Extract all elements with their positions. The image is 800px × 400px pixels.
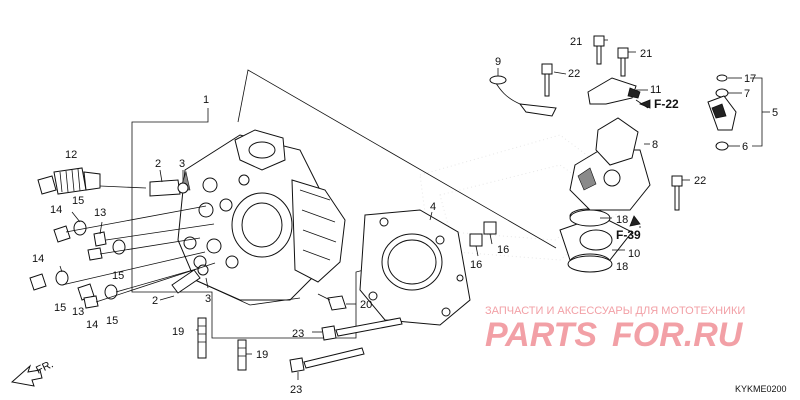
- sensor-11: [587, 77, 641, 105]
- front-direction: FR.: [10, 358, 55, 387]
- ref-f22: F-22: [654, 97, 679, 111]
- callout-13: 13: [72, 306, 84, 318]
- hose-9: [489, 75, 557, 117]
- callout-18: 18: [616, 214, 628, 226]
- reference-labels: F-22 F-39: [616, 97, 679, 242]
- callout-9: 9: [495, 56, 501, 68]
- bolt-22: [541, 63, 683, 211]
- injector-group: [707, 74, 737, 151]
- callout-15: 15: [72, 195, 84, 207]
- callout-4: 4: [430, 201, 436, 213]
- callout-12: 12: [65, 149, 77, 161]
- head-gasket: [359, 209, 471, 326]
- callout-2: 2: [155, 158, 161, 170]
- callout-3: 3: [205, 293, 211, 305]
- studs-19: [197, 317, 247, 371]
- callout-2: 2: [152, 295, 158, 307]
- callout-6: 6: [742, 141, 748, 153]
- callout-21: 21: [640, 48, 652, 60]
- cylinder-head: [177, 129, 346, 306]
- callouts: 1 2 2 3 3 4 5 6 7 8 9 10 11 12 13 13 14 …: [32, 36, 778, 396]
- callout-23: 23: [292, 328, 304, 340]
- ref-arrow-icon: [638, 99, 651, 109]
- callout-22: 22: [694, 175, 706, 187]
- long-bolts-23: [289, 317, 403, 373]
- bolts-21: [593, 35, 629, 77]
- dowel-pins-16: [469, 221, 497, 247]
- ref-f39: F-39: [616, 228, 641, 242]
- callout-14: 14: [32, 253, 44, 265]
- watermark-brand-right: FOR.RU: [612, 316, 744, 354]
- callout-10: 10: [628, 248, 640, 260]
- callout-18: 18: [616, 261, 628, 273]
- front-label: FR.: [34, 358, 55, 376]
- throttle-body: [569, 117, 651, 211]
- callout-15: 15: [112, 270, 124, 282]
- callout-15: 15: [106, 315, 118, 327]
- watermark-tagline: ЗАПЧАСТИ И АКСЕССУАРЫ ДЛЯ МОТОТЕХНИКИ: [485, 305, 745, 317]
- callout-20: 20: [360, 299, 372, 311]
- bolt-20: [317, 293, 347, 311]
- diagram-code: KYKME0200: [735, 384, 787, 394]
- callout-3: 3: [179, 158, 185, 170]
- spark-plug: [37, 167, 101, 195]
- callout-13: 13: [94, 207, 106, 219]
- callout-8: 8: [652, 139, 658, 151]
- callout-1: 1: [203, 94, 209, 106]
- callout-11: 11: [650, 84, 661, 96]
- callout-14: 14: [50, 204, 62, 216]
- gaskets-18: [567, 209, 613, 273]
- callout-16: 16: [497, 244, 509, 256]
- callout-7: 7: [744, 88, 750, 100]
- callout-19: 19: [256, 349, 268, 361]
- callout-14: 14: [86, 319, 98, 331]
- callout-5: 5: [772, 107, 778, 119]
- ref-arrow-icon: [629, 215, 641, 227]
- callout-16: 16: [470, 259, 482, 271]
- callout-23: 23: [290, 384, 302, 396]
- watermark: ЗАПЧАСТИ И АКСЕССУАРЫ ДЛЯ МОТОТЕХНИКИ PA…: [485, 305, 745, 354]
- callout-22: 22: [568, 68, 580, 80]
- callout-21: 21: [570, 36, 582, 48]
- front-arrow-icon: [10, 364, 43, 387]
- group-1-outline: [131, 69, 557, 339]
- leader-lines: [59, 39, 770, 380]
- callout-19: 19: [172, 326, 184, 338]
- callout-17: 17: [744, 73, 756, 85]
- watermark-brand-left: PARTS: [485, 316, 597, 354]
- callout-15: 15: [54, 302, 66, 314]
